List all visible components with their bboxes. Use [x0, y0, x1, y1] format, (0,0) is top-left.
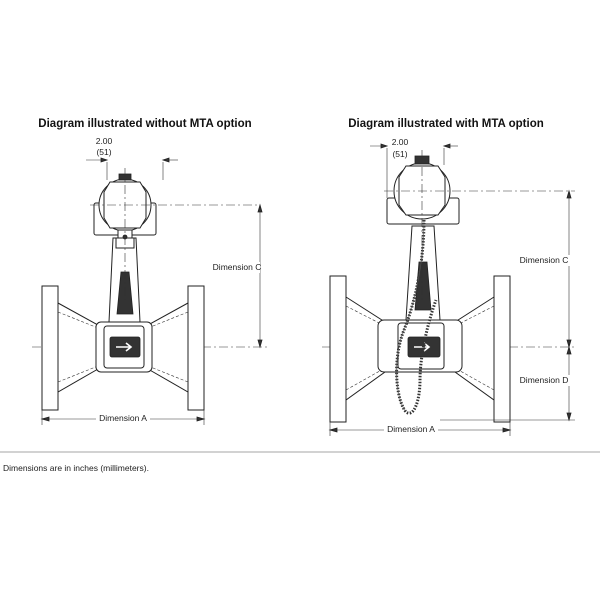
- left-flange: [41, 285, 59, 411]
- width-value-mm: (51): [96, 147, 111, 157]
- width-value-in: 2.00: [96, 136, 113, 146]
- title-without-mta: Diagram illustrated without MTA option: [38, 118, 251, 130]
- meter-without-mta: 2.00 (51) Dimension C Dimension A: [32, 136, 270, 425]
- dimension-a-label: Dimension A: [99, 413, 147, 423]
- width-value-in: 2.00: [392, 137, 409, 147]
- right-reducer: [147, 302, 189, 393]
- right-flange: [493, 275, 511, 423]
- dimension-c-label: Dimension C: [520, 255, 569, 265]
- meter-with-mta: 2.00 (51) Dimension C Dimension D Dimens…: [322, 137, 575, 436]
- width-value-mm: (51): [392, 149, 407, 159]
- footnote: Dimensions are in inches (millimeters).: [3, 463, 149, 473]
- dimension-a-label: Dimension A: [387, 424, 435, 434]
- flow-arrow-icon: [116, 342, 133, 352]
- left-flange: [329, 275, 347, 423]
- left-reducer: [57, 302, 99, 393]
- right-flange: [187, 285, 205, 411]
- dimension-d-label: Dimension D: [520, 375, 569, 385]
- title-with-mta: Diagram illustrated with MTA option: [348, 118, 544, 130]
- flow-arrow-icon: [414, 342, 431, 352]
- dimension-c-label: Dimension C: [213, 262, 262, 272]
